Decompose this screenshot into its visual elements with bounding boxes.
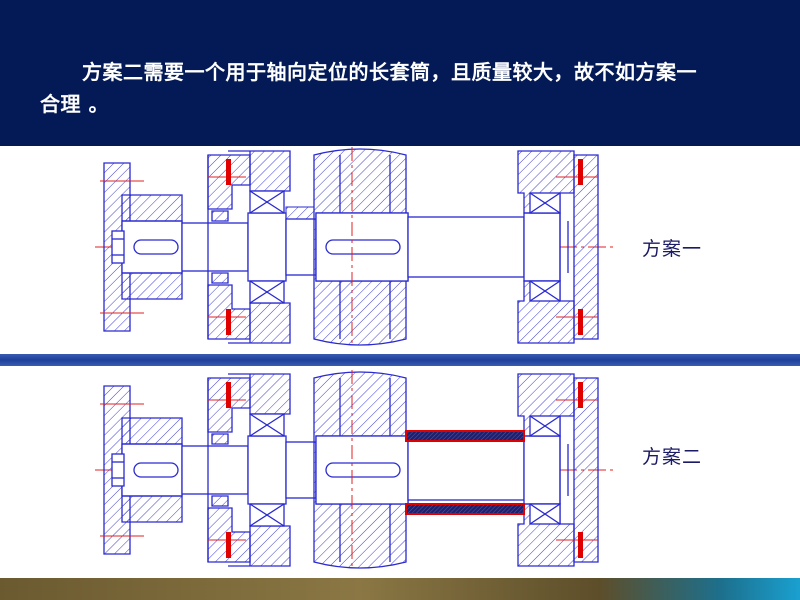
footer-bar: [0, 578, 800, 600]
heading-line-2: 合理 。: [40, 92, 109, 116]
heading-line-1: 方案二需要一个用于轴向定位的长套筒，且质量较大，故不如方案一: [82, 60, 697, 84]
scheme-1-label: 方案一: [642, 238, 703, 260]
scheme-2-label: 方案二: [642, 446, 703, 468]
scheme-2-drawing: [94, 369, 616, 571]
long-sleeve-top: [405, 430, 525, 442]
long-sleeve-bottom: [405, 503, 525, 515]
scheme-1-drawing: [94, 146, 616, 348]
panel-divider: [0, 354, 800, 366]
header-bar: 方案二需要一个用于轴向定位的长套筒，且质量较大，故不如方案一 合理 。: [0, 0, 800, 146]
slide-heading: 方案二需要一个用于轴向定位的长套筒，且质量较大，故不如方案一 合理 。: [40, 56, 760, 120]
